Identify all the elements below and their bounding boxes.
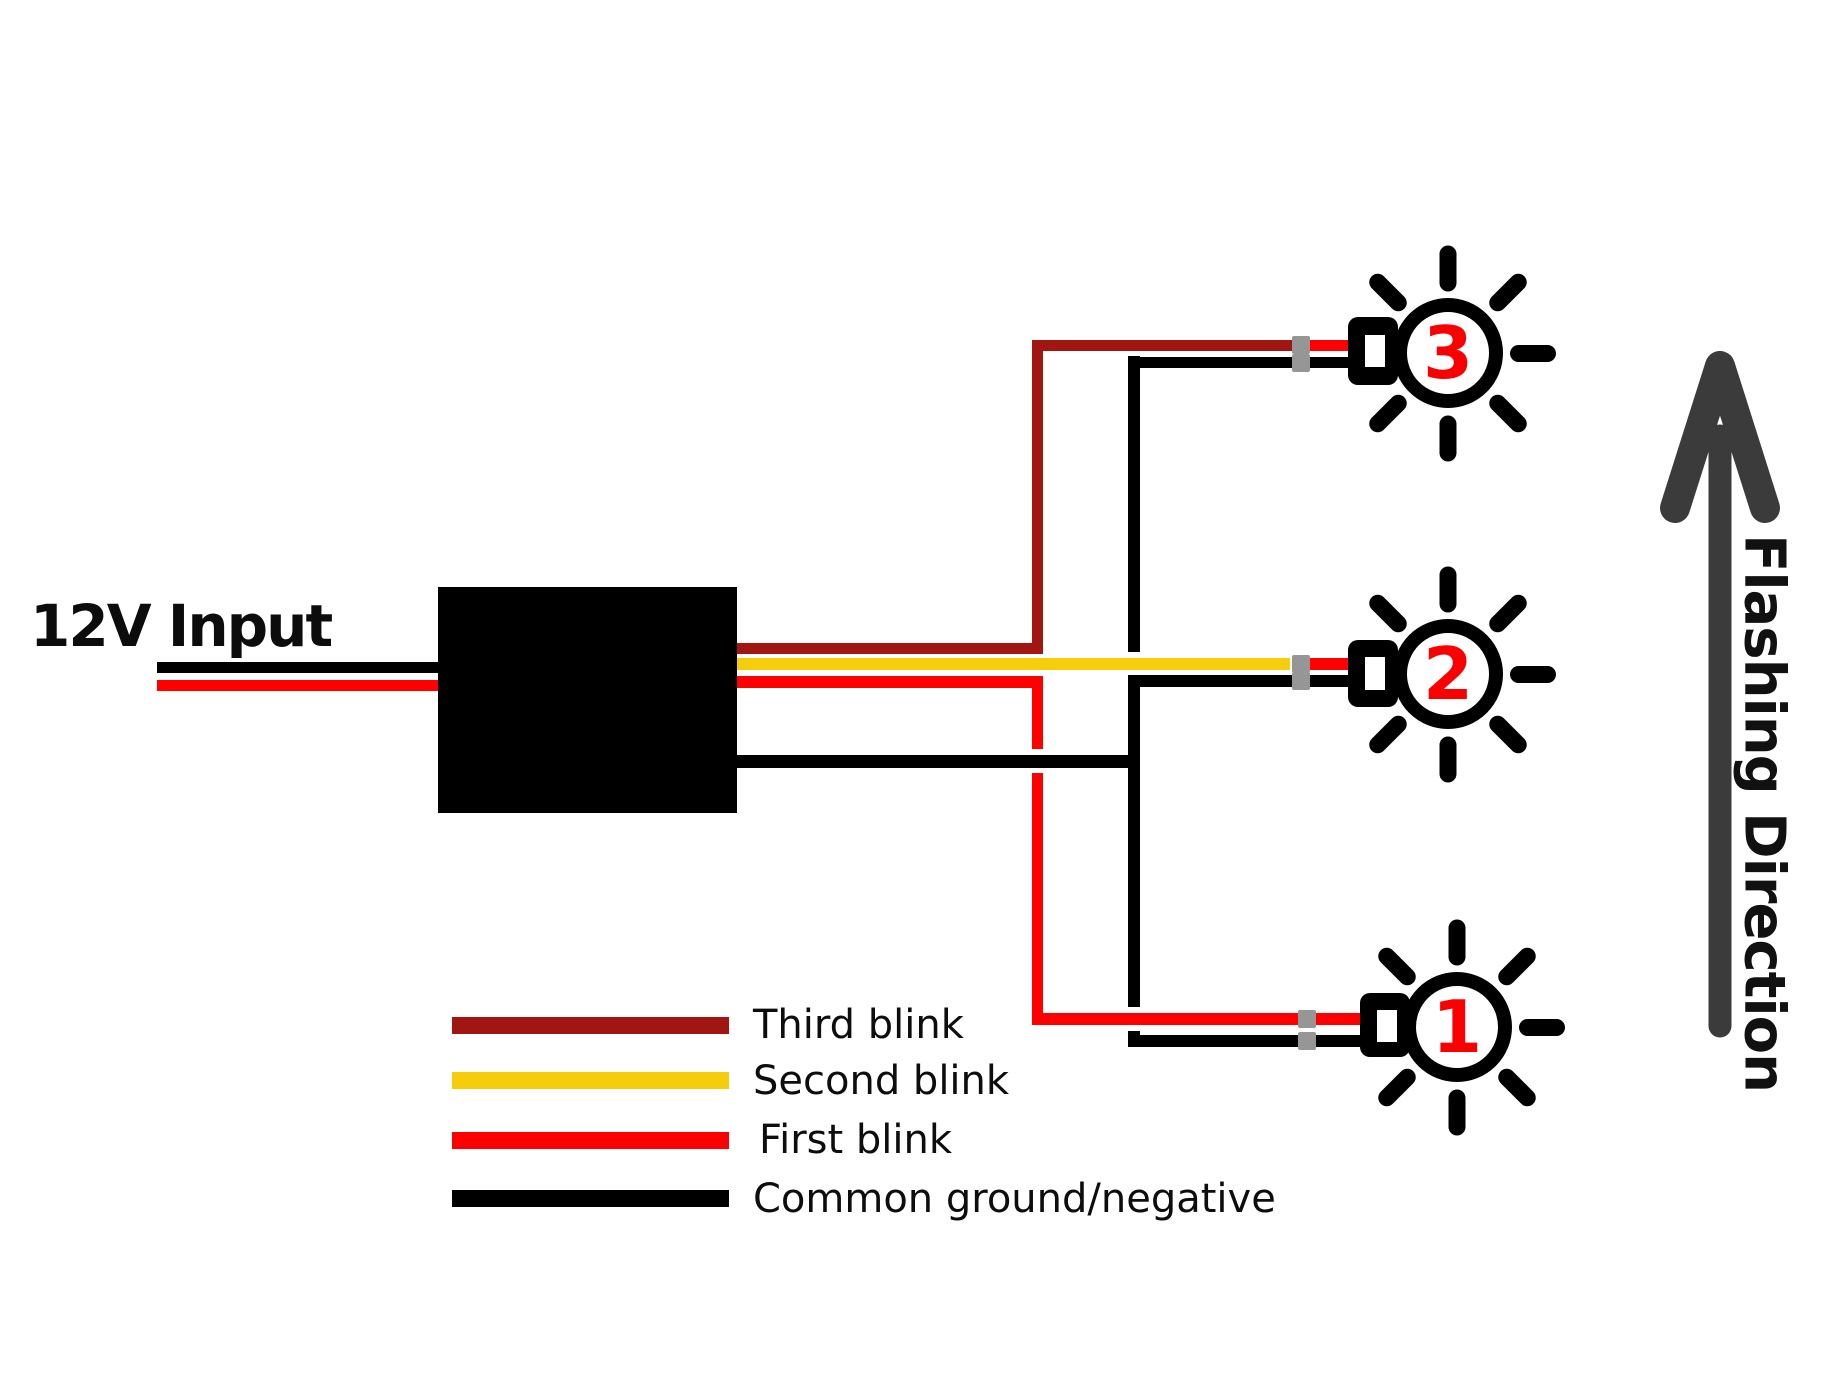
wire-ground-trunk-middle xyxy=(1128,676,1140,1007)
legend-swatch-common-ground xyxy=(452,1190,729,1207)
bulb2-ground-connector xyxy=(1292,672,1310,690)
bulb-ray xyxy=(1510,344,1556,362)
input-voltage-label: 12V Input xyxy=(30,592,333,660)
wire-ground-from-module xyxy=(737,755,1140,768)
bulb-ray xyxy=(1510,665,1556,683)
flasher-module-box xyxy=(438,587,737,813)
bulb-ray xyxy=(1439,566,1457,612)
bulb3-icon: 3 xyxy=(1393,298,1503,408)
bulb2-socket-notch xyxy=(1365,657,1385,690)
bulb3-ground-pigtail xyxy=(1310,357,1354,368)
wire-third-blink-horizontal xyxy=(737,643,1043,654)
bulb1-socket-notch xyxy=(1377,1010,1397,1042)
bulb3-feed-pigtail xyxy=(1310,340,1354,351)
wire-third-blink-to-bulb3 xyxy=(1032,340,1293,351)
wire-ground-trunk-upper xyxy=(1128,356,1140,652)
bulb-ray xyxy=(1448,1089,1466,1135)
bulb-ray xyxy=(1519,1018,1565,1036)
wire-first-blink-horizontal xyxy=(737,676,1043,688)
bulb-ray xyxy=(1374,944,1420,990)
wire-second-blink-to-bulb2 xyxy=(737,658,1290,670)
bulb-ray xyxy=(1494,944,1540,990)
bulb-ray xyxy=(1365,390,1411,436)
bulb2-ground-pigtail xyxy=(1310,675,1354,687)
legend-label-second-blink: Second blink xyxy=(753,1058,1010,1104)
legend-swatch-first-blink xyxy=(452,1132,729,1149)
bulb2-icon: 2 xyxy=(1393,619,1503,729)
wire-ground-to-bulb3 xyxy=(1128,357,1293,368)
wire-first-blink-vertical-lower xyxy=(1032,773,1043,1025)
wire-ground-to-bulb2 xyxy=(1128,675,1292,687)
bulb3-number: 3 xyxy=(1422,311,1474,395)
bulb1-icon: 1 xyxy=(1402,972,1512,1082)
legend-swatch-third-blink xyxy=(452,1017,729,1034)
bulb1-number: 1 xyxy=(1431,985,1483,1069)
bulb-ray xyxy=(1485,390,1531,436)
bulb-ray xyxy=(1494,1064,1540,1110)
bulb-ray xyxy=(1439,415,1457,461)
input-wire-negative-red xyxy=(157,680,438,691)
bulb-ray xyxy=(1448,919,1466,965)
bulb-ray xyxy=(1485,591,1531,637)
bulb2-number: 2 xyxy=(1422,632,1474,716)
legend-swatch-second-blink xyxy=(452,1072,729,1089)
bulb-ray xyxy=(1439,736,1457,782)
bulb-ray xyxy=(1374,1064,1420,1110)
bulb-ray xyxy=(1439,245,1457,291)
wire-ground-to-bulb1 xyxy=(1128,1035,1298,1047)
bulb1-feed-pigtail xyxy=(1316,1013,1366,1025)
legend-label-first-blink: First blink xyxy=(759,1117,953,1163)
bulb3-ground-connector xyxy=(1292,354,1310,372)
bulb2-feed-connector xyxy=(1292,655,1310,673)
bulb3-socket-notch xyxy=(1365,335,1385,367)
bulb2-feed-pigtail xyxy=(1310,658,1354,670)
wire-first-blink-to-bulb1 xyxy=(1032,1013,1298,1025)
flashing-direction-label: Flashing Direction xyxy=(1731,534,1797,1092)
input-wire-positive-black xyxy=(157,662,438,673)
bulb3-feed-connector xyxy=(1292,336,1310,354)
bulb1-ground-connector xyxy=(1298,1032,1316,1050)
wire-third-blink-vertical xyxy=(1032,340,1043,654)
bulb-ray xyxy=(1365,591,1411,637)
bulb-ray xyxy=(1485,270,1531,316)
bulb-ray xyxy=(1365,270,1411,316)
legend-label-third-blink: Third blink xyxy=(753,1002,964,1048)
legend-label-common-ground: Common ground/negative xyxy=(753,1176,1276,1222)
bulb-ray xyxy=(1365,711,1411,757)
wire-first-blink-vertical-upper xyxy=(1032,676,1043,749)
bulb1-feed-connector xyxy=(1298,1010,1316,1028)
bulb1-ground-pigtail xyxy=(1316,1035,1366,1047)
bulb-ray xyxy=(1485,711,1531,757)
